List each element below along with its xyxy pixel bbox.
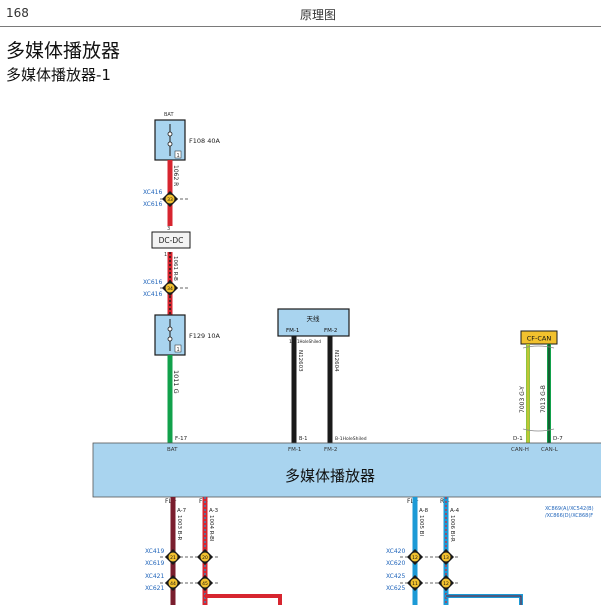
antenna-port1: FM-1 — [288, 447, 301, 453]
antenna-box: 天线 FM-1 FM-2 — [277, 308, 350, 337]
can-twist-marker — [522, 345, 555, 432]
fuse-f108-label: F108 40A — [189, 137, 220, 145]
antenna-pin-b2: B-1HoleShiled — [335, 436, 367, 442]
module-name: 多媒体播放器 — [285, 467, 375, 485]
antenna-port2: FM-2 — [324, 447, 337, 453]
multimedia-player-module: BAT FM-1 FM-2 CAN-H CAN-L 多媒体播放器 — [92, 442, 601, 498]
wire-1004-route — [205, 594, 282, 605]
can-port1: CAN-H — [511, 447, 529, 453]
wire-7003-label: 7003 G-Y — [519, 386, 526, 413]
can-pin2: D-7 — [553, 436, 563, 442]
wire-1062-label: 1062 R — [172, 165, 179, 186]
rear-pin-pos: A-8 — [419, 508, 429, 514]
connector-a-pin: 33 — [167, 197, 173, 203]
connector-b-bottom: XC416 — [143, 291, 162, 298]
antenna-pin1: FM-1 — [286, 328, 299, 334]
wire-1006-route-stripe — [446, 595, 522, 605]
front-pin-c: 44 — [170, 581, 176, 587]
can-pin1: D-1 — [513, 436, 523, 442]
dcdc-label: DC-DC — [159, 236, 184, 245]
front-conn-2: XC619 — [145, 560, 164, 567]
antenna-shield-text: 1HoleShiled — [297, 339, 321, 344]
header-divider — [0, 26, 601, 27]
page-section-title: 原理图 — [300, 8, 337, 22]
front-conn-1: XC419 — [145, 548, 164, 555]
wire-1006-route — [446, 594, 523, 605]
rear-conn-3: XC425 — [386, 573, 405, 580]
page-title: 多媒体播放器 — [6, 40, 121, 62]
front-pin-b: 20 — [202, 555, 208, 561]
rear-conn-2: XC620 — [386, 560, 405, 567]
connector-a-bottom: XC616 — [143, 201, 162, 208]
dcdc-pin-top: 3 — [167, 226, 170, 232]
antenna-label: 天线 — [307, 314, 321, 323]
can-label: CF-CAN — [527, 335, 552, 343]
bat-label: BAT — [164, 112, 174, 118]
antenna-shield-number: 1 — [289, 339, 292, 345]
wire-1005-label: 1005 Bl — [418, 515, 424, 537]
front-pin-d: 45 — [202, 581, 208, 587]
connector-xc416-xc616: 33 — [160, 191, 190, 207]
wire-1004-label: 1004 R-Bl — [208, 515, 214, 542]
page-number: 168 — [6, 6, 29, 20]
fuse-f108-pin: 1 — [177, 153, 180, 159]
antenna-pin-b1: B-1 — [299, 436, 307, 442]
fuse-f129-label: F129 10A — [189, 332, 220, 340]
fuse-f129-pin: 1 — [177, 347, 180, 353]
rear-connector-upper — [400, 549, 460, 565]
rear-pin-a: 12 — [412, 555, 418, 561]
wire-1003-label: 1003 B-R — [176, 515, 182, 541]
module-connector-note-1: XC869(A)/XC542(B) — [545, 506, 594, 512]
front-connector-lower — [160, 575, 218, 591]
dcdc-pin-bottom: 1 — [164, 252, 167, 258]
connector-b-top: XC616 — [143, 279, 162, 286]
can-bus-box: CF-CAN — [520, 330, 558, 345]
front-pin-a: 21 — [170, 555, 176, 561]
rear-connector-lower — [400, 575, 460, 591]
pin-f17: F-17 — [175, 436, 188, 442]
wire-n12603-label: N12603 — [297, 350, 303, 372]
front-conn-4: XC621 — [145, 585, 164, 592]
connector-xc616-xc416: 34 — [160, 280, 190, 296]
antenna-pin2: FM-2 — [324, 328, 337, 334]
wire-1061-label: 1061 R-B — [172, 256, 178, 281]
can-port2: CAN-L — [541, 447, 559, 453]
wire-1011-label: 1011 G — [172, 370, 180, 394]
rear-conn-1: XC420 — [386, 548, 405, 555]
wire-7013-label: 7013 G-B — [540, 385, 547, 413]
connector-a-top: XC416 — [143, 189, 162, 196]
rear-conn-4: XC625 — [386, 585, 405, 592]
rear-pin-b: 13 — [443, 555, 449, 561]
front-pin-neg: A-3 — [209, 508, 219, 514]
fuse-f108: 1 — [154, 119, 186, 161]
page-subtitle: 多媒体播放器-1 — [6, 66, 111, 84]
bat-port: BAT — [167, 447, 178, 453]
dcdc-converter: DC-DC — [151, 231, 191, 249]
front-connector-upper — [160, 549, 218, 565]
module-connector-note-2: /XC866(D)/XC868(F — [545, 513, 593, 519]
front-pin-pos: A-7 — [177, 508, 187, 514]
rear-pin-d: 12 — [443, 581, 449, 587]
rear-pin-neg: A-4 — [450, 508, 460, 514]
wire-n12604-label: N12604 — [333, 350, 339, 372]
fuse-f129: 1 — [154, 314, 186, 356]
wire-1006-label: 1006 Bl-R — [449, 515, 455, 542]
connector-b-pin: 34 — [167, 286, 173, 292]
rear-pin-c: 11 — [412, 581, 418, 587]
front-conn-3: XC421 — [145, 573, 164, 580]
